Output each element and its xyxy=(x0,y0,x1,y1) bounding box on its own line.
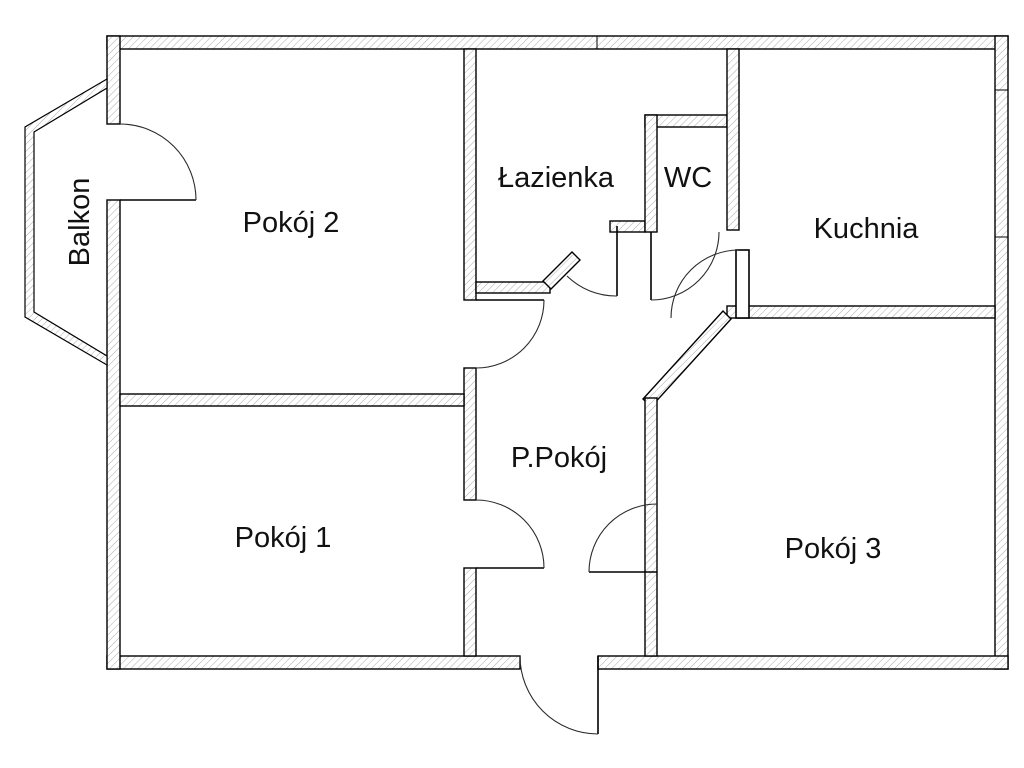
room-label-pokoj-2: Pokój 2 xyxy=(243,207,340,239)
wall-exterior-left-lower xyxy=(106,199,121,670)
wall-spine-lower xyxy=(463,567,477,657)
wall-kuchnia-bottom xyxy=(726,305,996,319)
lazienka-door-arc xyxy=(566,275,618,297)
room-labels: Balkon Pokój 2 Łazienka WC Kuchnia P.Pok… xyxy=(64,162,919,565)
pokoj1-door-arc xyxy=(475,499,545,569)
interior-walls xyxy=(119,48,996,657)
room-label-balkon: Balkon xyxy=(64,178,96,267)
wall-exterior-bottom-right xyxy=(597,655,1009,670)
wall-exterior-top xyxy=(106,35,1009,50)
room-label-p-pokoj: P.Pokój xyxy=(511,442,607,474)
doors xyxy=(119,123,750,735)
wc-door-arc xyxy=(650,231,720,301)
room-label-lazienka: Łazienka xyxy=(498,162,615,194)
room-label-wc: WC xyxy=(664,162,712,194)
pokoj2-door-arc xyxy=(475,299,545,369)
balcony-railing xyxy=(24,77,108,367)
entrance-door-arc xyxy=(519,655,599,735)
exterior-walls xyxy=(106,35,1009,670)
room-label-kuchnia: Kuchnia xyxy=(814,213,920,245)
wall-pokoj3-left xyxy=(644,397,658,657)
wall-wc-left xyxy=(644,114,658,233)
wall-pokoj2-pokoj1 xyxy=(119,393,465,407)
wall-kuchnia-left xyxy=(726,48,740,231)
wall-exterior-right xyxy=(994,35,1009,670)
kuchnia-door-panel xyxy=(735,249,750,319)
wall-lazienka-bottom xyxy=(475,281,551,294)
wall-exterior-left-upper xyxy=(106,35,121,125)
wall-spine-upper xyxy=(463,48,477,301)
kuchnia-door-arc xyxy=(670,249,740,319)
wall-exterior-bottom-left xyxy=(106,655,521,670)
wall-hall-pokoj3-chamfer xyxy=(642,309,732,409)
wall-lazienka-wc-stub xyxy=(609,220,646,233)
wall-spine-middle xyxy=(463,367,477,501)
pokoj3-door-arc xyxy=(588,503,658,573)
wall-ticks xyxy=(596,36,1008,238)
wall-lazienka-chamfer xyxy=(542,251,581,290)
room-label-pokoj-1: Pokój 1 xyxy=(235,522,332,554)
balcony-door-arc xyxy=(119,123,197,201)
room-label-pokoj-3: Pokój 3 xyxy=(785,533,882,565)
